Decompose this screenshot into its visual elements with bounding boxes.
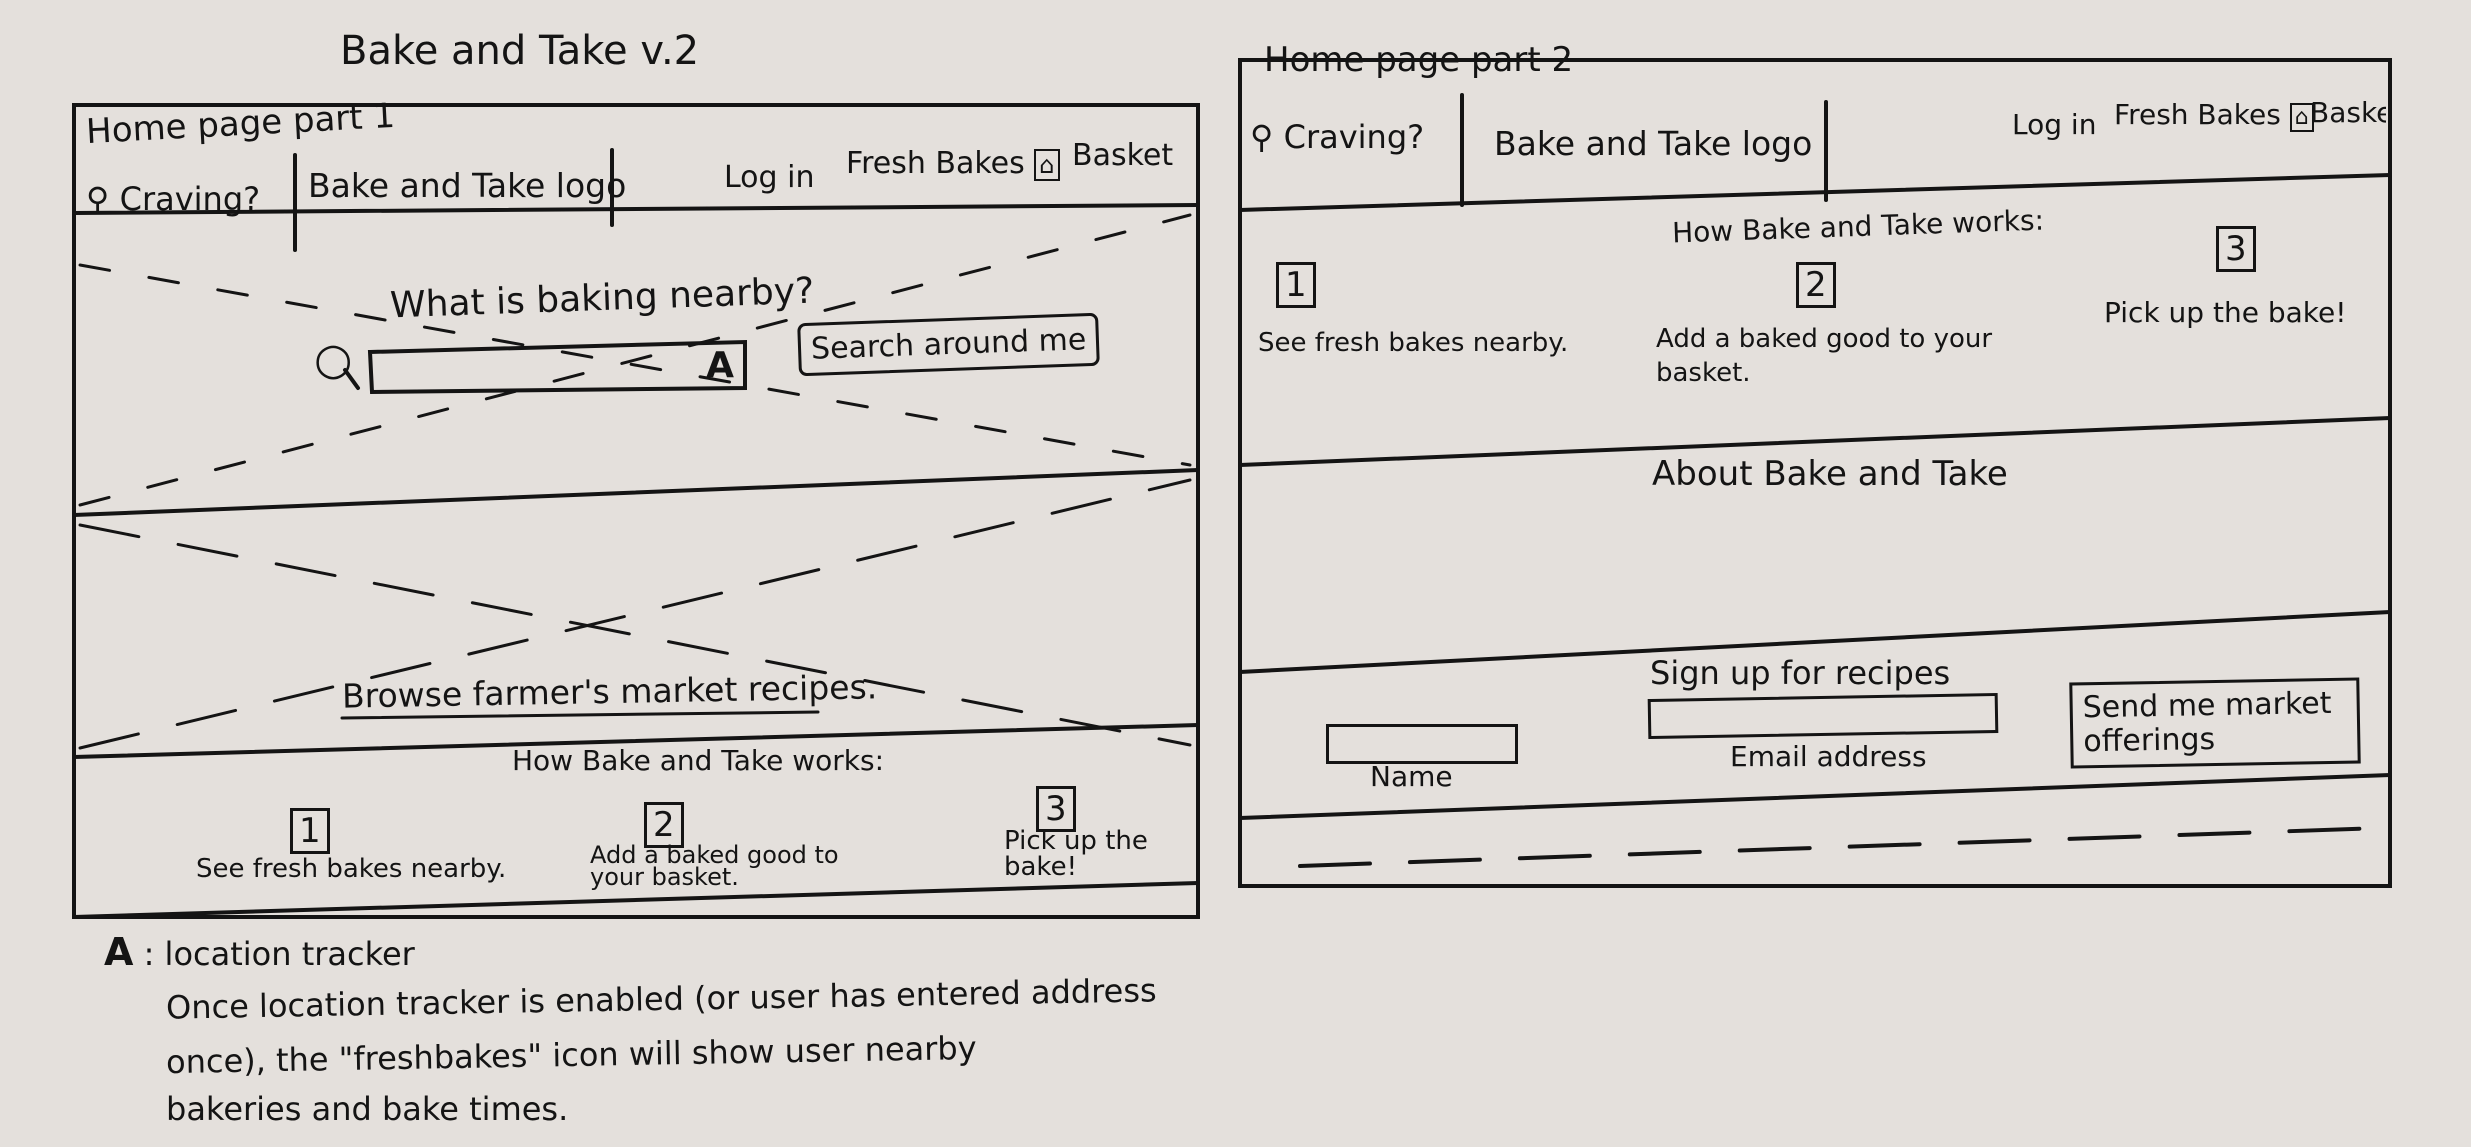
- frame2-about-heading: About Bake and Take: [1652, 454, 2008, 494]
- frame1-step-2-number: 2: [644, 802, 684, 848]
- frame2-craving-search[interactable]: ⚲ Craving?: [1250, 118, 1424, 156]
- name-label: Name: [1370, 760, 1453, 793]
- frame1-login-link[interactable]: Log in: [724, 160, 815, 195]
- frame2-signup-heading: Sign up for recipes: [1650, 654, 1951, 692]
- search-icon: ⚲: [1250, 118, 1274, 156]
- frame2-footer-dashes: [1298, 826, 2382, 868]
- frame1-basket-link[interactable]: Basket: [1072, 138, 1174, 173]
- frame2-fresh-bakes-text: Fresh Bakes: [2114, 98, 2281, 131]
- frame1-magnifier-icon: ○: [314, 334, 353, 385]
- frame2-step-1-number: 1: [1276, 262, 1316, 308]
- frame1-step-1-number: 1: [290, 808, 330, 854]
- frame1-fresh-bakes-link[interactable]: Fresh Bakes ⌂: [846, 146, 1060, 181]
- frame2-label: Home page part 2: [1264, 40, 1574, 80]
- name-input[interactable]: [1326, 724, 1518, 764]
- frame1-step-2-text: Add a baked good to your basket.: [590, 841, 839, 891]
- note-heading: A : location tracker: [104, 930, 415, 974]
- frame1-image-bottom: [72, 723, 1200, 759]
- frame1-how-heading: How Bake and Take works:: [512, 744, 885, 777]
- frame2-basket-link[interactable]: Basket: [2310, 96, 2386, 129]
- frame2-nav-bottom: [1238, 173, 2392, 212]
- note-marker: A: [104, 930, 134, 974]
- frame1-logo: Bake and Take logo: [308, 166, 627, 205]
- frame1-bottom: [72, 881, 1200, 919]
- frame2-signup-bottom: [1238, 773, 2392, 820]
- frame1-search-field-outline: [367, 339, 747, 395]
- frame1-location-search-input[interactable]: A: [372, 345, 742, 389]
- frame1-browse-underline: [340, 710, 820, 720]
- search-icon: ⚲: [86, 180, 110, 218]
- frame2-step-3-text: Pick up the bake!: [2104, 296, 2347, 329]
- page-title: Bake and Take v.2: [340, 28, 700, 74]
- frame2-step-2-text: Add a baked good to your basket.: [1656, 324, 1993, 388]
- frame1-image-x1: [78, 523, 1192, 747]
- frame1-step-1-text: See fresh bakes nearby.: [196, 854, 507, 884]
- frame2-logo: Bake and Take logo: [1494, 124, 1813, 163]
- fresh-bakes-icon: ⌂: [1034, 149, 1060, 181]
- frame2-login-link[interactable]: Log in: [2012, 108, 2097, 141]
- send-market-offerings-button[interactable]: Send me market offerings: [2069, 677, 2361, 769]
- email-input[interactable]: [1647, 692, 1999, 740]
- frame1-image-x2: [78, 478, 1192, 750]
- frame2-step-1-text: See fresh bakes nearby.: [1258, 328, 1569, 358]
- frame1-nav-bottom: [72, 203, 1200, 215]
- frame2-fresh-bakes-link[interactable]: Fresh Bakes ⌂: [2114, 98, 2314, 132]
- frame1-search-magnifier-handle: [343, 368, 360, 390]
- note-title: : location tracker: [143, 935, 415, 973]
- search-around-me-button[interactable]: Search around me: [797, 312, 1101, 377]
- frame1-hero-x2: [78, 213, 1192, 507]
- fresh-bakes-icon: ⌂: [2289, 103, 2314, 132]
- note-line-3: bakeries and bake times.: [166, 1090, 569, 1128]
- frame1-craving-text: Craving?: [119, 180, 261, 218]
- location-tracker-marker: A: [706, 345, 734, 386]
- frame1-step-3-text: Pick up the bake!: [1004, 826, 1148, 882]
- frame2-step-3-number: 3: [2216, 226, 2256, 272]
- frame1-border: [72, 103, 1200, 919]
- frame2-craving-text: Craving?: [1283, 118, 1425, 156]
- frame2-step-2-number: 2: [1796, 262, 1836, 308]
- frame1-craving-search[interactable]: ⚲ Craving?: [86, 180, 260, 218]
- frame1-hero-bottom: [72, 468, 1200, 517]
- frame1-step-3-number: 3: [1036, 786, 1076, 832]
- frame2-how-bottom: [1238, 416, 2392, 467]
- email-label: Email address: [1730, 740, 1927, 773]
- frame2-border: [1238, 58, 2392, 888]
- frame2-about-bottom: [1238, 610, 2392, 674]
- frame1-hero-x1: [78, 263, 1192, 467]
- frame1-fresh-bakes-text: Fresh Bakes: [846, 146, 1025, 181]
